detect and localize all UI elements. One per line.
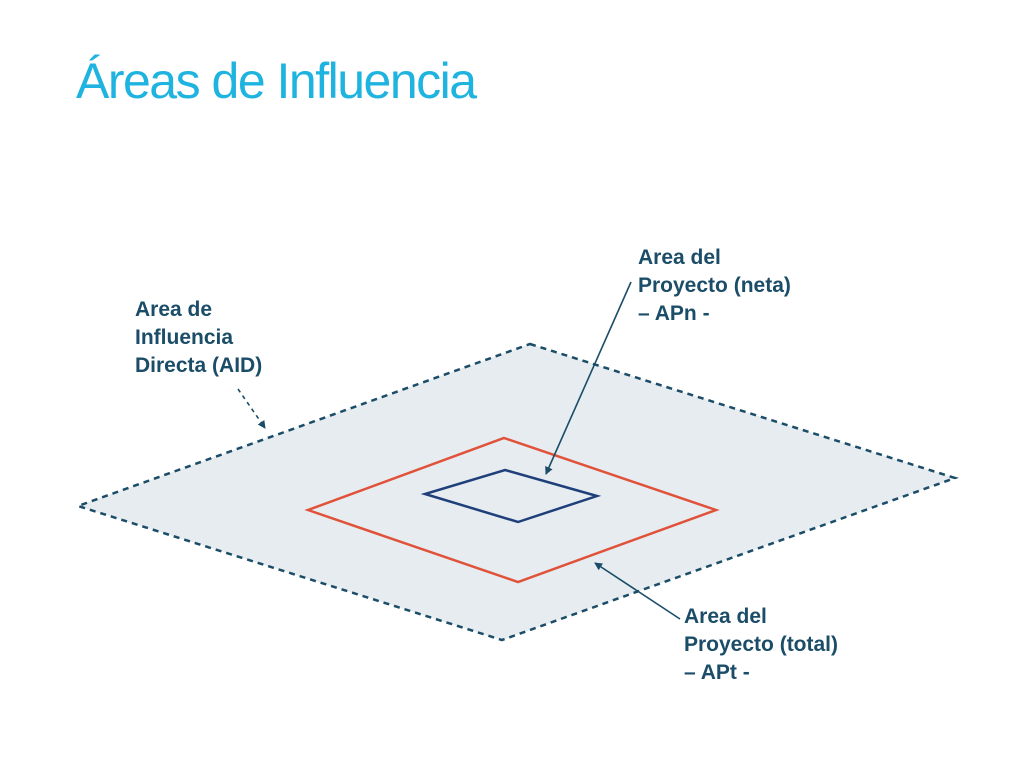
aid-leader-line (237, 388, 266, 429)
apn-label-line-2: Proyecto (neta) (638, 274, 791, 297)
apn-label-line-3: – APn - (638, 302, 710, 325)
apn-area-shape (420, 468, 602, 524)
slide-title: Áreas de Influencia (76, 53, 477, 109)
apt-label: Area del Proyecto (total) – APt - (684, 603, 838, 687)
apn-leader-line (545, 281, 632, 475)
aid-label-line-3: Directa (AID) (135, 354, 263, 377)
aid-label-line-2: Influencia (135, 326, 234, 349)
apt-label-line-2: Proyecto (total) (684, 633, 839, 656)
apt-leader-line (594, 562, 681, 620)
aid-area-shape (74, 342, 959, 642)
apt-area-shape (304, 436, 720, 584)
apt-label-line-1: Area del (684, 605, 767, 628)
apt-label-line-3: – APt - (684, 661, 750, 684)
apn-label-line-1: Area del (638, 246, 721, 269)
aid-label-line-1: Area de (135, 298, 213, 321)
aid-label: Area de Influencia Directa (AID) (135, 296, 262, 380)
apn-label: Area del Proyecto (neta) – APn - (638, 244, 791, 328)
